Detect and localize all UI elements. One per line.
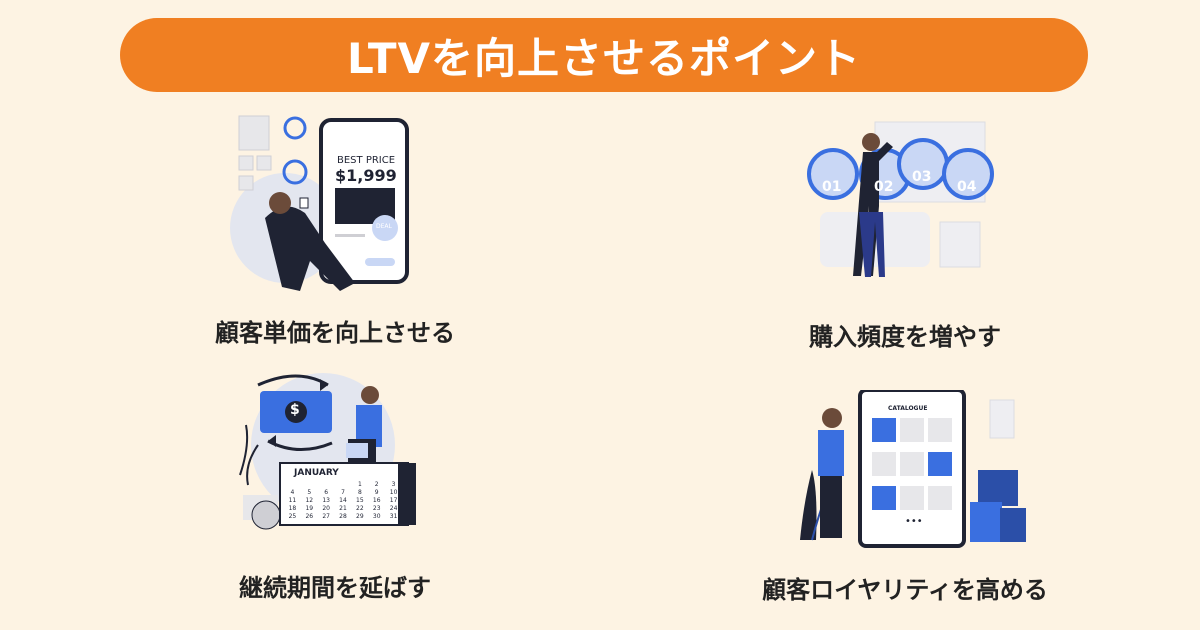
calendar-day: 11 <box>288 497 297 504</box>
calendar-day: 24 <box>389 505 398 512</box>
calendar-day: 12 <box>305 497 314 504</box>
catalogue-title: CATALOGUE <box>888 405 928 412</box>
deal-badge: DEAL <box>376 223 392 230</box>
calendar-blank <box>335 481 352 488</box>
calendar-day: 29 <box>356 513 364 520</box>
catalogue-scene <box>800 388 1026 548</box>
calendar-day: 8 <box>357 489 362 496</box>
calendar-day: 28 <box>339 513 347 520</box>
calendar-day: 9 <box>374 489 379 496</box>
calendar-day: 19 <box>305 505 314 512</box>
calendar-day: 25 <box>288 513 297 520</box>
calendar-day: 31 <box>389 513 398 520</box>
calendar-day: 3 <box>391 481 396 488</box>
calendar-day: 23 <box>372 505 381 512</box>
calendar-blank <box>318 481 335 488</box>
caption-increase-unit-price: 顧客単価を向上させる <box>215 319 455 347</box>
calendar-day: 16 <box>372 497 381 504</box>
calendar-day: 30 <box>372 513 381 520</box>
calendar-day: 2 <box>374 481 379 488</box>
calendar-day: 15 <box>356 497 364 504</box>
calendar-day: 21 <box>339 505 347 512</box>
calendar-day: 22 <box>356 505 364 512</box>
calendar-month: JANUARY <box>294 468 339 478</box>
calendar-day: 13 <box>322 497 330 504</box>
calendar-day: 6 <box>324 489 329 496</box>
caption-increase-loyalty: 顧客ロイヤリティを高める <box>762 576 1048 604</box>
phone-price-value: $1,999 <box>335 166 397 185</box>
step-01: 01 <box>822 179 842 195</box>
calendar-day: 20 <box>322 505 330 512</box>
calendar-scene <box>239 373 416 530</box>
step-02: 02 <box>874 179 894 195</box>
calendar-day: 4 <box>290 489 295 496</box>
calendar-day: 14 <box>339 497 347 504</box>
illustration-loyalty: CATALOGUE ••• <box>790 388 1035 550</box>
caption-increase-purchase-frequency: 購入頻度を増やす <box>809 323 1001 351</box>
calendar-blank <box>301 481 318 488</box>
calendar-day: 1 <box>357 481 362 488</box>
calendar-day: 5 <box>307 489 312 496</box>
caption-extend-duration: 継続期間を延ばす <box>239 574 431 602</box>
calendar-day: 10 <box>389 489 398 496</box>
illustration-purchase-frequency: 01 02 03 04 <box>805 112 1005 287</box>
phone-price-label: BEST PRICE <box>337 155 396 166</box>
step-03: 03 <box>912 169 932 185</box>
page-title: LTVを向上させるポイント <box>347 33 861 83</box>
steps-scene <box>807 121 994 277</box>
currency-symbol: $ <box>290 402 300 418</box>
calendar-day: 18 <box>288 505 297 512</box>
calendar-blank <box>284 481 301 488</box>
calendar-day: 26 <box>305 513 314 520</box>
title-banner: LTVを向上させるポイント <box>120 18 1088 92</box>
calendar-day: 17 <box>389 497 398 504</box>
calendar-day: 27 <box>322 513 330 520</box>
best-price-scene <box>230 115 409 291</box>
calendar-day: 7 <box>341 489 345 496</box>
catalogue-dots: ••• <box>905 516 923 527</box>
step-04: 04 <box>957 179 977 195</box>
illustration-best-price: BEST PRICE $1,999 DEAL <box>225 108 415 296</box>
